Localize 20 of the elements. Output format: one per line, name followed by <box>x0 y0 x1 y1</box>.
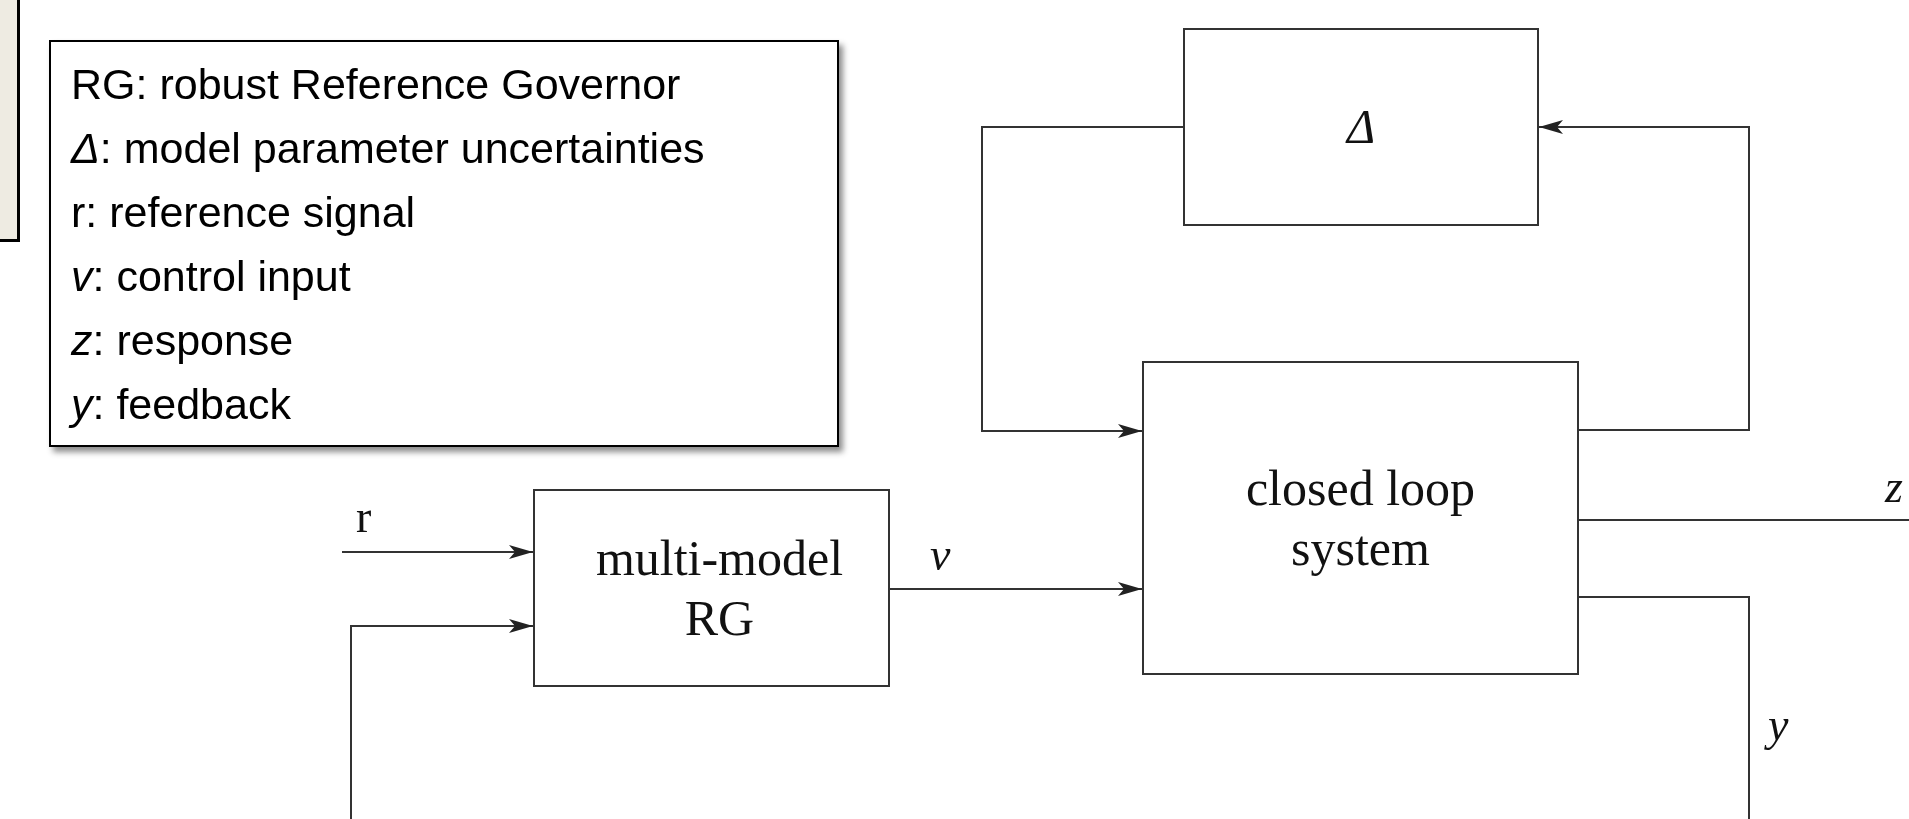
process-box <box>1142 361 1579 675</box>
arrow <box>1538 120 1750 431</box>
edge-label: v <box>930 530 951 580</box>
arrow <box>889 582 1143 596</box>
legend-line: r: reference signal <box>71 187 417 238</box>
arrow <box>981 126 1184 438</box>
edge-label: r <box>356 492 372 542</box>
box-label: closed loop system <box>1244 459 1477 578</box>
process-box <box>1183 28 1539 226</box>
box-label: multi-model RG <box>594 529 845 648</box>
note-box <box>49 40 839 447</box>
arrow <box>350 596 1750 819</box>
process-box <box>533 489 890 687</box>
box-label: Δ <box>1346 99 1376 155</box>
edge-label: z <box>1885 462 1903 512</box>
legend-line: RG: robust Reference Governor <box>71 59 682 110</box>
legend-line: Δ: model parameter uncertainties <box>71 123 706 174</box>
arrow <box>341 545 534 559</box>
legend-line: z: response <box>71 315 295 366</box>
legend-line: v: control input <box>71 251 352 302</box>
